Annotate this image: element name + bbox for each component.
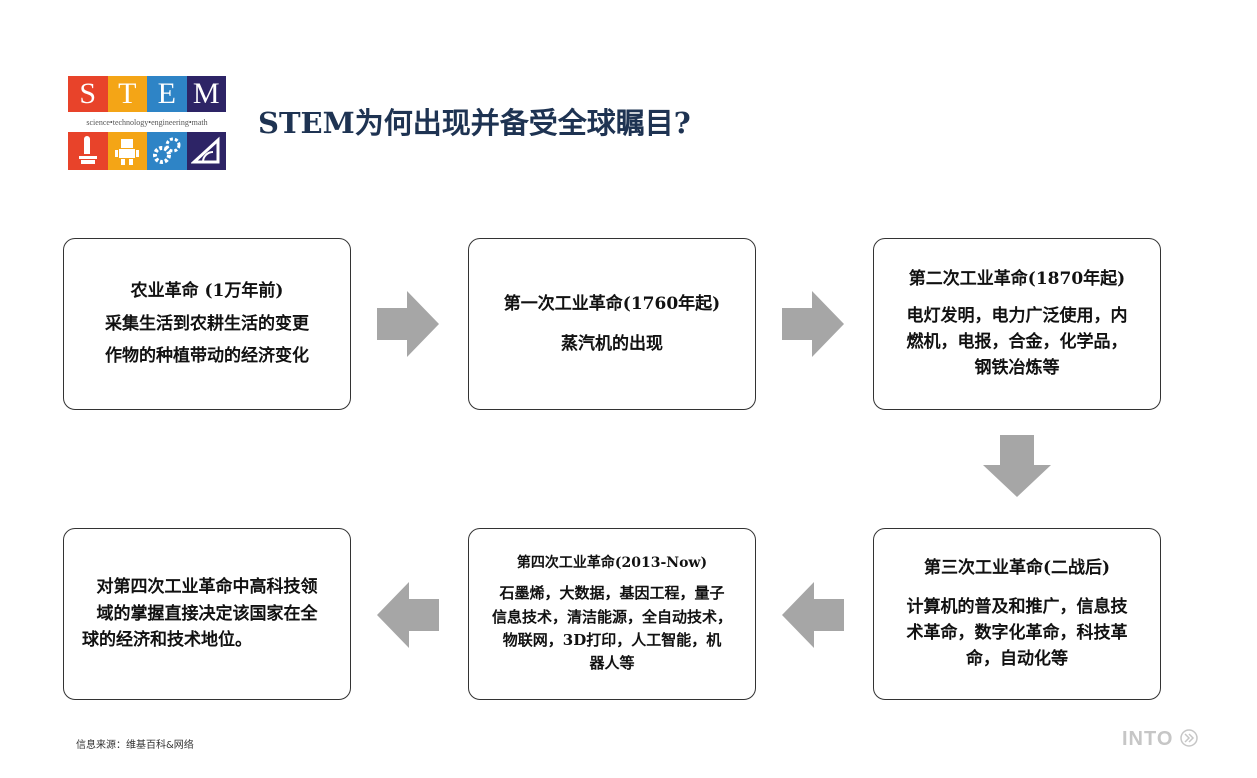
stem-logo: S T E M science•technology•engineering•m…	[68, 76, 226, 170]
arrow-right-icon	[782, 291, 844, 357]
box-title: 第四次工业革命(2013-Now)	[516, 554, 708, 571]
box-text: 域的掌握直接决定该国家在全	[96, 603, 318, 624]
box-text: 对第四次工业革命中高科技领	[96, 577, 318, 598]
box-text: 器人等	[589, 654, 635, 673]
box-text: 命，自动化等	[966, 649, 1068, 670]
brand-text: INTO	[1122, 728, 1174, 750]
box-title: 第一次工业革命(1760年起)	[503, 293, 721, 314]
logo-letter-t: T	[107, 76, 147, 112]
page-title: STEM为何出现并备受全球瞩目?	[258, 106, 691, 140]
arrow-down-icon	[983, 435, 1051, 497]
box-second-industrial-revolution: 第二次工业革命(1870年起) 电灯发明，电力广泛使用，内 燃机，电报，合金，化…	[873, 238, 1161, 410]
logo-letter-e: E	[147, 76, 187, 112]
box-third-industrial-revolution: 第三次工业革命(二战后) 计算机的普及和推广，信息技 术革命，数字化革命，科技革…	[873, 528, 1161, 700]
box-agricultural-revolution: 农业革命 (1万年前) 采集生活到农耕生活的变更 作物的种植带动的经济变化	[63, 238, 351, 410]
brand-logo: INTO	[1122, 728, 1198, 751]
box-text: 计算机的普及和推广，信息技	[906, 596, 1128, 617]
box-text: 蒸汽机的出现	[561, 334, 663, 354]
logo-letter-s: S	[68, 76, 108, 112]
box-text: 钢铁冶炼等	[974, 358, 1060, 379]
box-text: 石墨烯，大数据，基因工程，量子	[499, 584, 725, 603]
box-text: 燃机，电报，合金，化学品，	[906, 332, 1128, 352]
microscope-icon	[68, 132, 108, 170]
ruler-protractor-icon	[186, 132, 226, 170]
box-conclusion: 对第四次工业革命中高科技领 域的掌握直接决定该国家在全 球的经济和技术地位。	[63, 528, 351, 700]
arrow-left-icon	[782, 582, 844, 648]
box-title: 农业革命 (1万年前)	[130, 281, 284, 302]
robot-icon	[107, 132, 147, 170]
double-chevron-icon	[1180, 729, 1198, 747]
box-title: 第二次工业革命(1870年起)	[908, 269, 1126, 290]
logo-tagline: science•technology•engineering•math	[68, 112, 226, 132]
box-text: 物联网，3D打印，人工智能，机	[502, 630, 722, 649]
arrow-left-icon	[377, 582, 439, 648]
box-text: 信息技术，清洁能源，全自动技术，	[491, 607, 732, 626]
box-text: 术革命，数字化革命，科技革	[906, 623, 1128, 643]
box-text: 电灯发明，电力广泛使用，内	[906, 305, 1128, 326]
logo-letter-m: M	[186, 76, 226, 112]
source-note: 信息来源：维基百科&网络	[76, 740, 194, 751]
gears-icon	[147, 132, 187, 170]
box-fourth-industrial-revolution: 第四次工业革命(2013-Now) 石墨烯，大数据，基因工程，量子 信息技术，清…	[468, 528, 756, 700]
box-title: 第三次工业革命(二战后)	[923, 558, 1111, 579]
box-text: 作物的种植带动的经济变化	[105, 346, 309, 367]
box-text: 采集生活到农耕生活的变更	[105, 313, 309, 334]
arrow-right-icon	[377, 291, 439, 357]
box-text: 球的经济和技术地位。	[82, 630, 252, 651]
box-first-industrial-revolution: 第一次工业革命(1760年起) 蒸汽机的出现	[468, 238, 756, 410]
